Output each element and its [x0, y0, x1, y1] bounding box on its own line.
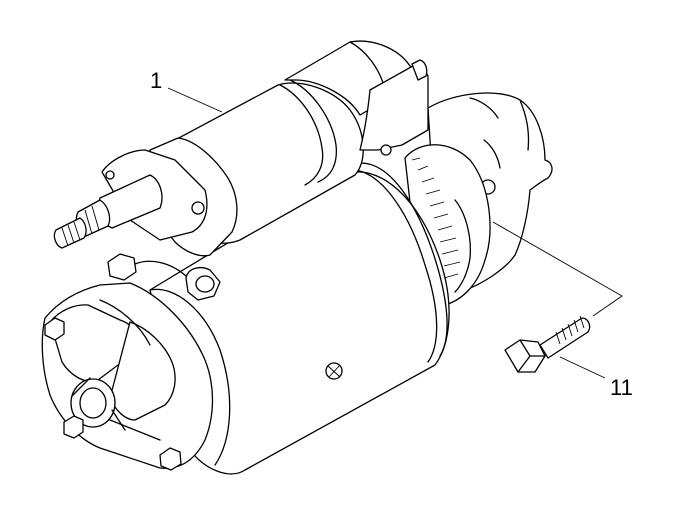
bolt	[504, 315, 591, 373]
callout-label-11: 11	[610, 375, 633, 400]
leader-lines	[167, 87, 623, 379]
end-bracket	[41, 282, 214, 471]
solenoid-terminal	[53, 137, 238, 257]
motor-body	[149, 162, 450, 475]
callout-label-1: 1	[150, 68, 162, 93]
mounting-nut	[107, 253, 221, 301]
